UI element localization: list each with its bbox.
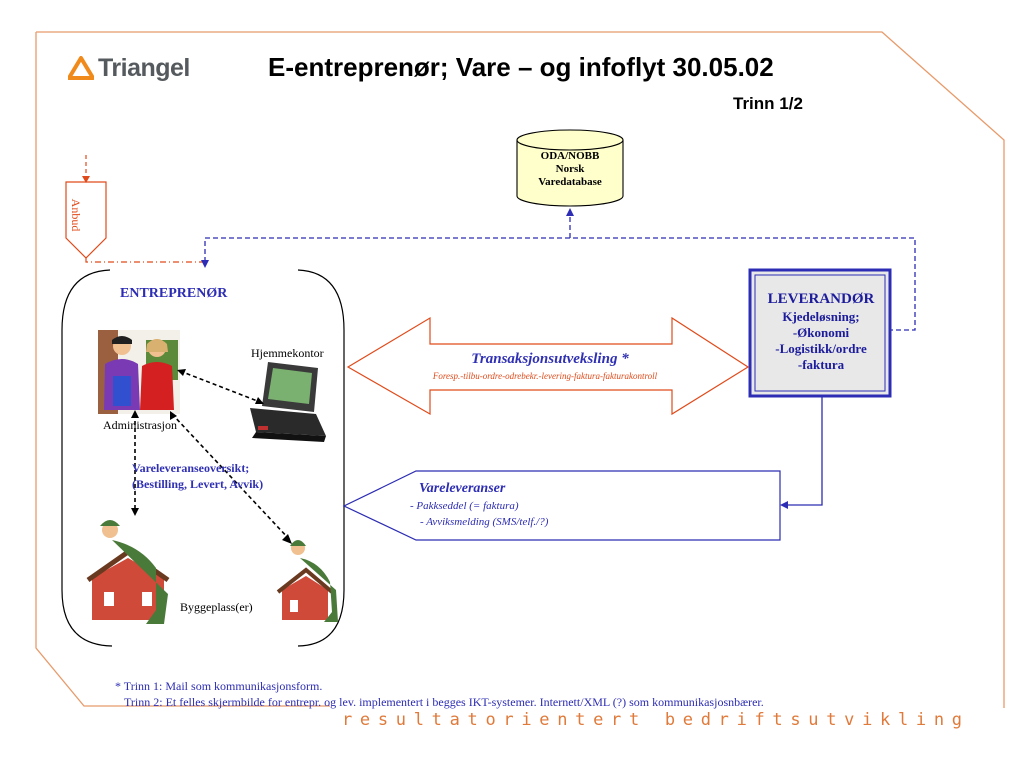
logo-brand-text: Triangel bbox=[98, 53, 190, 82]
anbud-arrow-shape bbox=[65, 181, 107, 259]
database-label: ODA/NOBB Norsk Varedatabase bbox=[520, 150, 620, 189]
triangle-logo-icon bbox=[68, 56, 94, 80]
leverandor-line: -faktura bbox=[797, 357, 845, 372]
database-line: ODA/NOBB bbox=[540, 150, 600, 162]
vareleveranser-arrow bbox=[342, 470, 781, 541]
overview-line: Vareleveranseoversikt; bbox=[132, 461, 250, 475]
administrasjon-people-icon bbox=[98, 330, 180, 414]
footnote-trinn1: * Trinn 1: Mail som kommunikasjonsform. bbox=[115, 679, 323, 693]
database-line: Varedatabase bbox=[538, 176, 602, 188]
vareleveranser-item: - Avviksmelding (SMS/telf./?) bbox=[420, 516, 549, 528]
vareleveranser-title: Vareleveranser bbox=[419, 481, 506, 496]
transaksjon-subtitle: Foresp.-tilbu-ordre-odrebekr.-levering-f… bbox=[432, 371, 658, 381]
database-line: Norsk bbox=[555, 163, 585, 175]
leverandor-title: LEVERANDØR bbox=[767, 291, 875, 307]
entreprenor-title: ENTREPRENØR bbox=[120, 286, 228, 301]
leverandor-text: LEVERANDØR Kjedeløsning; -Økonomi -Logis… bbox=[752, 290, 890, 373]
leverandor-line: -Logistikk/ordre bbox=[775, 341, 867, 356]
laptop-icon bbox=[250, 362, 326, 442]
database-cylinder-icon bbox=[516, 129, 624, 207]
byggeplass-label: Byggeplass(er) bbox=[180, 600, 253, 614]
hjemmekontor-label: Hjemmekontor bbox=[251, 346, 324, 360]
footnote-trinn2: Trinn 2: Et felles skjermbilde for entre… bbox=[124, 695, 764, 709]
slide-border bbox=[35, 31, 1005, 708]
vareleveranser-item: - Pakkseddel (= faktura) bbox=[410, 500, 519, 512]
info-flow-dashed-line bbox=[204, 237, 916, 331]
administrasjon-label: Administrasjon bbox=[103, 418, 177, 432]
leverandor-line: -Økonomi bbox=[792, 325, 850, 340]
leverandor-box bbox=[748, 268, 892, 398]
transaksjon-title: Transaksjonsutveksling * bbox=[471, 351, 629, 367]
anbud-label: Anbud bbox=[69, 198, 83, 232]
page-title: E-entreprenør; Vare – og infoflyt 30.05.… bbox=[268, 52, 774, 82]
slogan: resultatorientert bedriftsutvikling bbox=[342, 710, 970, 730]
worker-house-icon-left bbox=[86, 520, 170, 624]
vareleveranseoversikt-text: Vareleveranseoversikt; (Bestilling, Leve… bbox=[132, 460, 263, 492]
triangel-logo: Triangel bbox=[68, 52, 190, 84]
leverandor-line: Kjedeløsning; bbox=[782, 309, 860, 324]
page-subtitle: Trinn 1/2 bbox=[733, 94, 803, 113]
entreprenor-container bbox=[61, 269, 345, 647]
transaksjon-double-arrow bbox=[346, 316, 750, 416]
worker-house-icon-right bbox=[276, 540, 338, 622]
overview-line: (Bestilling, Levert, Avvik) bbox=[132, 477, 264, 491]
